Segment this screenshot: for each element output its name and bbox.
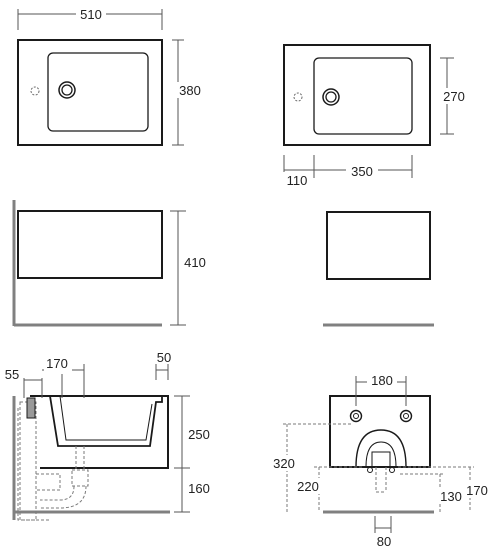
drain-outer (322, 88, 340, 106)
basin-front (329, 395, 431, 468)
bowl-outline (313, 57, 413, 135)
bowl-section (49, 395, 163, 447)
wall-bracket (19, 401, 37, 521)
dim-label-320: 320 (273, 456, 295, 471)
drain-inner (325, 91, 337, 103)
dim-label-110: 110 (287, 173, 308, 188)
drain-inner (61, 84, 73, 96)
tap-hole-knockout (30, 86, 40, 96)
plan-view-left: 510 380 (17, 6, 206, 146)
trap-body (71, 469, 89, 487)
dim-label-130: 130 (440, 489, 462, 504)
waste-pipe (75, 446, 85, 470)
dim-label-350: 350 (351, 164, 373, 179)
dim-label-55: 55 (5, 367, 19, 382)
front-view-right (323, 211, 434, 327)
basin-front (326, 211, 431, 280)
basin-front (17, 210, 163, 279)
front-view-left: 410 (12, 200, 210, 327)
dim-label-170: 170 (46, 356, 68, 371)
basin-profile (30, 395, 169, 469)
dim-label-180: 180 (371, 373, 393, 388)
dim-label-380: 380 (179, 83, 201, 98)
dim-label-270: 270 (443, 89, 465, 104)
tap-hole-right (399, 409, 413, 423)
bowl-arch (355, 429, 407, 468)
tap-hole-knockout (293, 92, 303, 102)
section-view-right: 180 320 220 130 170 80 (270, 372, 492, 549)
waste-outlet (371, 451, 391, 468)
overflow-cap (26, 397, 36, 419)
basin-outline (283, 44, 431, 146)
drain-outer (58, 81, 76, 99)
tap-hole-left (349, 409, 363, 423)
dim-label-160: 160 (188, 481, 210, 496)
trap-body (375, 467, 387, 493)
basin-outline (17, 39, 163, 146)
plan-view-right: 270 110 350 (283, 44, 471, 188)
trap-bend (40, 485, 87, 509)
dim-label-250: 250 (188, 427, 210, 442)
bowl-outline (47, 52, 149, 132)
dim-label-50: 50 (157, 350, 171, 365)
dim-label-510: 510 (80, 7, 102, 22)
dim-label-80: 80 (377, 534, 391, 549)
dim-label-410: 410 (184, 255, 206, 270)
dim-label-220: 220 (297, 479, 319, 494)
section-view-left: 55 170 50 250 160 (1, 350, 214, 521)
dim-label-170: 170 (466, 483, 488, 498)
